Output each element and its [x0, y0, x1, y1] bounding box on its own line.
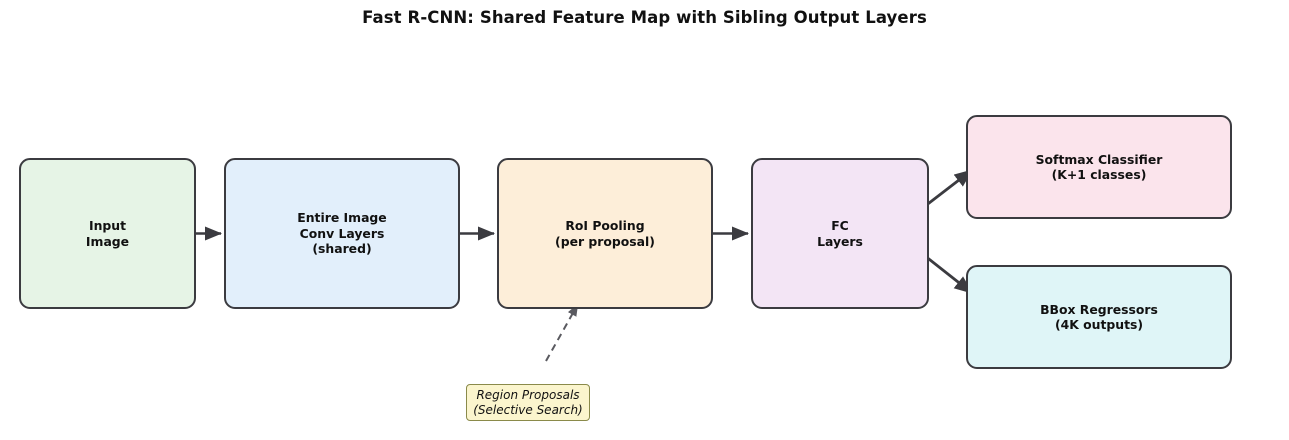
node-softmax-classifier[interactable]: Softmax Classifier (K+1 classes)	[966, 115, 1232, 219]
node-fc-layers[interactable]: FC Layers	[751, 158, 929, 309]
node-conv-layers[interactable]: Entire Image Conv Layers (shared)	[224, 158, 460, 309]
edge-proposals-to-roi	[545, 303, 579, 362]
node-roi-pooling[interactable]: RoI Pooling (per proposal)	[497, 158, 713, 309]
node-bbox-regressors[interactable]: BBox Regressors (4K outputs)	[966, 265, 1232, 369]
node-input-image[interactable]: Input Image	[19, 158, 196, 309]
page-title: Fast R-CNN: Shared Feature Map with Sibl…	[362, 8, 927, 27]
note-region-proposals[interactable]: Region Proposals (Selective Search)	[466, 384, 590, 421]
